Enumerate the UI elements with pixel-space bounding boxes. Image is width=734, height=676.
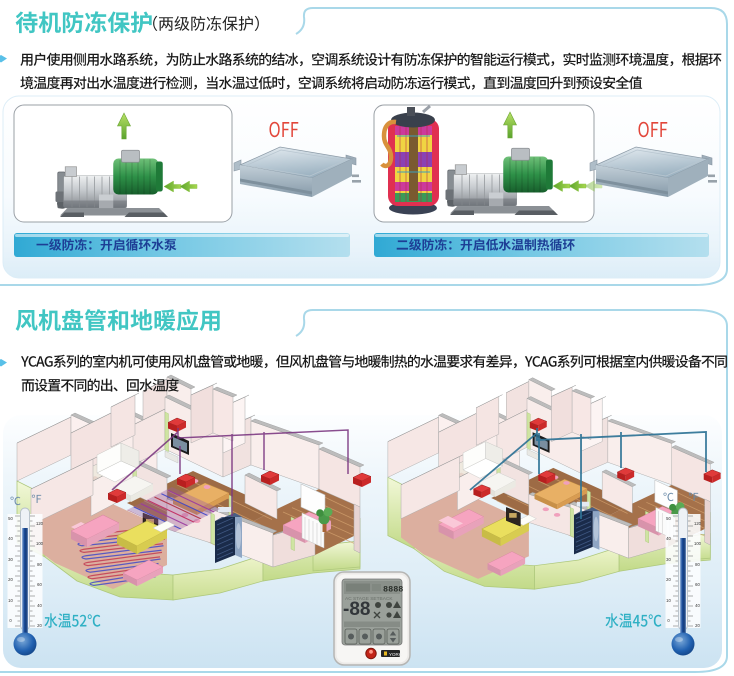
- svg-text:30: 30: [8, 557, 13, 562]
- svg-text:120: 120: [694, 521, 702, 526]
- svg-text:30: 30: [666, 557, 671, 562]
- svg-text:0: 0: [9, 618, 12, 623]
- svg-text:100: 100: [36, 541, 44, 546]
- svg-text:20: 20: [666, 577, 671, 582]
- svg-text:-88: -88: [343, 599, 370, 620]
- svg-text:120: 120: [36, 521, 44, 526]
- svg-text:40: 40: [695, 603, 700, 608]
- svg-text:10: 10: [666, 598, 671, 603]
- svg-text:100: 100: [694, 541, 702, 546]
- svg-text:AC STAGE SETBACK: AC STAGE SETBACK: [345, 596, 393, 602]
- svg-text:20: 20: [37, 623, 42, 628]
- svg-text:20: 20: [695, 623, 700, 628]
- svg-text:40: 40: [666, 536, 671, 541]
- svg-text:50: 50: [666, 516, 671, 521]
- svg-text:80: 80: [37, 562, 42, 567]
- svg-text:80: 80: [695, 562, 700, 567]
- svg-text:40: 40: [8, 536, 13, 541]
- svg-text:10: 10: [8, 598, 13, 603]
- svg-text:YORK: YORK: [389, 652, 402, 657]
- svg-text:8888: 8888: [383, 585, 403, 595]
- svg-text:20: 20: [8, 577, 13, 582]
- svg-text:0: 0: [667, 618, 670, 623]
- svg-text:60: 60: [37, 582, 42, 587]
- svg-text:50: 50: [8, 516, 13, 521]
- svg-text:40: 40: [37, 603, 42, 608]
- svg-text:60: 60: [695, 582, 700, 587]
